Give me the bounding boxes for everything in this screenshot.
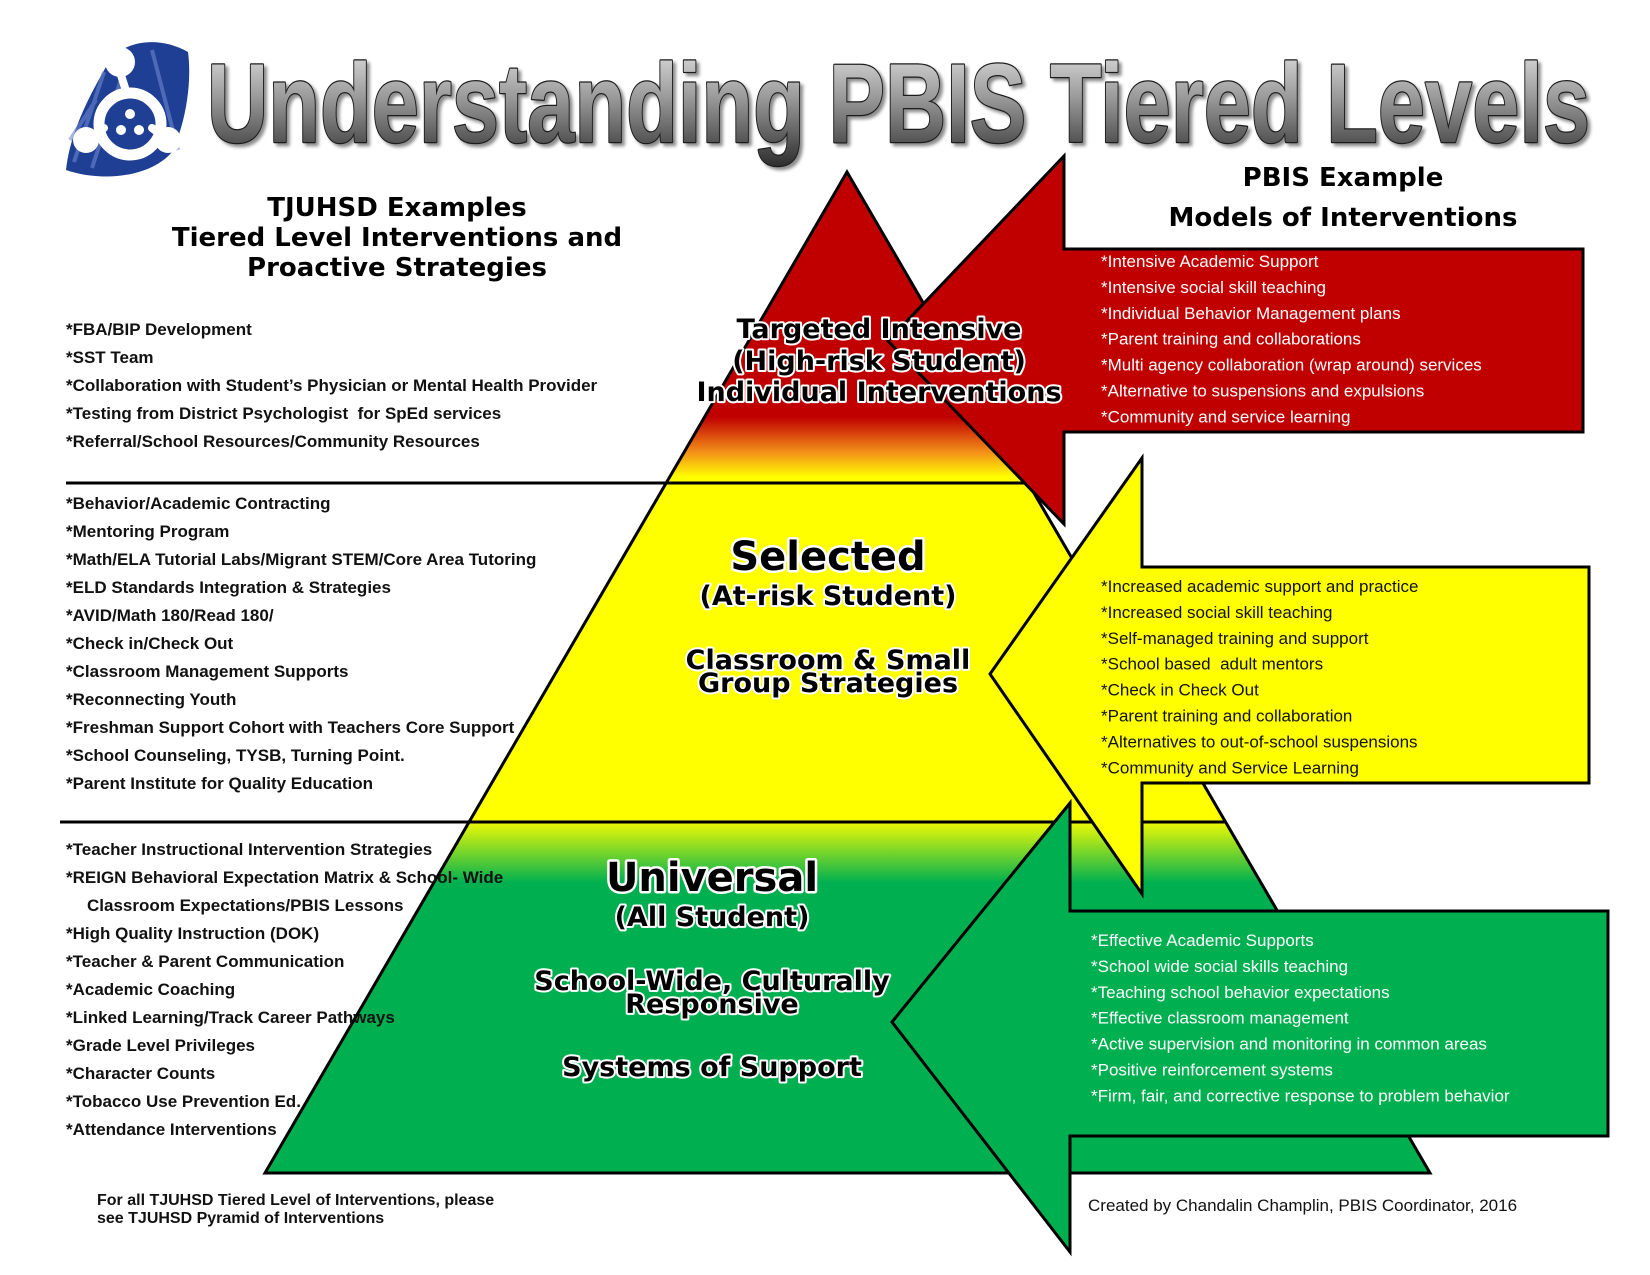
model-item: *School based adult mentors xyxy=(1101,655,1323,674)
model-item: *School wide social skills teaching xyxy=(1091,957,1348,976)
intervention-item: Classroom Expectations/PBIS Lessons xyxy=(87,896,404,915)
logo-dot-icon xyxy=(116,125,126,135)
intervention-item: *Behavior/Academic Contracting xyxy=(66,494,331,513)
left-intensive-list: *FBA/BIP Development *SST Team *Collaborat… xyxy=(66,320,598,451)
intervention-item: *Freshman Support Cohort with Teachers C… xyxy=(66,718,515,737)
intervention-item: *Tobacco Use Prevention Ed. xyxy=(66,1092,301,1111)
footer-note: For all TJUHSD Tiered Level of Intervent… xyxy=(97,1192,494,1227)
model-item: *Intensive social skill teaching xyxy=(1101,278,1326,297)
page-title: Understanding PBIS Tiered Levels xyxy=(207,41,1590,166)
model-item: *Individual Behavior Management plans xyxy=(1101,304,1401,323)
left-selected-list: *Behavior/Academic Contracting *Mentoring… xyxy=(66,494,536,793)
model-item: *Increased academic support and practice xyxy=(1101,577,1419,596)
intervention-item: *Testing from District Psychologist for … xyxy=(66,404,501,423)
logo-figure-head-icon xyxy=(73,127,99,153)
models-selected-list: *Increased academic support and practice… xyxy=(1101,577,1419,777)
left-heading-line: Tiered Level Interventions and xyxy=(172,223,622,253)
tier-intensive-group: (High-risk Student) xyxy=(732,346,1026,377)
model-item: *Effective Academic Supports xyxy=(1091,931,1314,950)
intensive-arrow xyxy=(885,152,1585,528)
intervention-item: *Check in/Check Out xyxy=(66,634,234,653)
intervention-item: *Reconnecting Youth xyxy=(66,690,236,709)
intervention-item: *Teacher Instructional Intervention Stra… xyxy=(66,840,432,859)
model-item: *Teaching school behavior expectations xyxy=(1091,983,1390,1002)
right-heading-line: Models of Interventions xyxy=(1169,203,1518,233)
intervention-item: *Referral/School Resources/Community Res… xyxy=(66,432,480,451)
model-item: *Alternatives to out-of-school suspensio… xyxy=(1101,732,1418,751)
author-credit: Created by Chandalin Champlin, PBIS Coor… xyxy=(1088,1196,1517,1215)
intervention-item: *Teacher & Parent Communication xyxy=(66,952,344,971)
model-item: *Increased social skill teaching xyxy=(1101,603,1333,622)
logo-ring-icon xyxy=(93,87,167,161)
intervention-item: *Academic Coaching xyxy=(66,980,235,999)
tier-selected-group: (At-risk Student) xyxy=(699,581,956,612)
intervention-item: *Character Counts xyxy=(66,1064,215,1083)
model-item: *Community and service learning xyxy=(1101,407,1350,426)
tier-universal-support: Systems of Support xyxy=(562,1052,862,1083)
model-item: *Positive reinforcement systems xyxy=(1091,1061,1333,1080)
model-item: *Firm, fair, and corrective response to … xyxy=(1091,1086,1510,1105)
logo-figure-head-icon xyxy=(155,127,181,153)
tier-selected-strategy: Group Strategies xyxy=(698,668,958,699)
tier-universal-group: (All Student) xyxy=(615,902,810,933)
logo-dot-icon xyxy=(134,125,144,135)
models-intensive-list: *Intensive Academic Support *Intensive so… xyxy=(1101,252,1482,426)
tier-label-selected: Selected (At-risk Student) Classroom & S… xyxy=(684,532,973,702)
model-item: *Parent training and collaboration xyxy=(1101,707,1352,726)
model-item: *Active supervision and monitoring in co… xyxy=(1091,1035,1487,1054)
model-item: *Check in Check Out xyxy=(1101,681,1259,700)
footer-note-line: For all TJUHSD Tiered Level of Intervent… xyxy=(97,1192,494,1209)
logo-dot-icon xyxy=(125,109,135,119)
intervention-item: *Classroom Management Supports xyxy=(66,662,348,681)
left-heading-line: TJUHSD Examples xyxy=(267,193,526,223)
left-universal-list: *Teacher Instructional Intervention Stra… xyxy=(66,840,503,1139)
intervention-item: *AVID/Math 180/Read 180/ xyxy=(66,606,274,625)
intervention-item: *Grade Level Privileges xyxy=(66,1036,255,1055)
tier-selected-title: Selected xyxy=(730,534,925,580)
intervention-item: *High Quality Instruction (DOK) xyxy=(66,924,319,943)
models-universal-list: *Effective Academic Supports *School wide… xyxy=(1091,931,1510,1105)
intervention-item: *FBA/BIP Development xyxy=(66,320,252,339)
tier-universal-strategy: School-Wide, Culturally xyxy=(534,966,890,997)
left-heading: TJUHSD Examples Tiered Level Interventio… xyxy=(172,193,622,283)
model-item: *Intensive Academic Support xyxy=(1101,252,1319,271)
tier-selected-strategy: Classroom & Small xyxy=(686,645,971,676)
left-heading-line: Proactive Strategies xyxy=(247,253,547,283)
intervention-item: *Mentoring Program xyxy=(66,522,229,541)
intervention-item: *ELD Standards Integration & Strategies xyxy=(66,578,391,597)
universal-arrow xyxy=(890,798,1610,1257)
model-item: *Self-managed training and support xyxy=(1101,629,1369,648)
tier-intensive-title: Targeted Intensive xyxy=(736,314,1021,345)
tier-intensive-strategy: Individual Interventions xyxy=(696,377,1061,408)
model-item: *Parent training and collaborations xyxy=(1101,330,1361,349)
model-item: *Multi agency collaboration (wrap around… xyxy=(1101,356,1482,375)
tier-universal-title: Universal xyxy=(606,855,818,901)
intervention-item: *Math/ELA Tutorial Labs/Migrant STEM/Cor… xyxy=(66,550,536,569)
intervention-item: *School Counseling, TYSB, Turning Point. xyxy=(66,746,405,765)
logo-figure-head-icon xyxy=(105,47,135,77)
model-item: *Alternative to suspensions and expulsio… xyxy=(1101,382,1424,401)
intervention-item: *REIGN Behavioral Expectation Matrix & S… xyxy=(66,868,503,887)
tier-universal-strategy: Responsive xyxy=(625,989,799,1020)
pbis-logo xyxy=(66,42,190,177)
model-item: *Community and Service Learning xyxy=(1101,758,1359,777)
intervention-item: *Attendance Interventions xyxy=(66,1120,277,1139)
selected-arrow xyxy=(988,453,1591,899)
intervention-item: *SST Team xyxy=(66,348,154,367)
intervention-item: *Parent Institute for Quality Education xyxy=(66,774,373,793)
tier-label-intensive: Targeted Intensive (High-risk Student) I… xyxy=(694,312,1063,410)
footer-note-line: see TJUHSD Pyramid of Interventions xyxy=(97,1210,384,1227)
intervention-item: *Linked Learning/Track Career Pathways xyxy=(66,1008,395,1027)
intervention-item: *Collaboration with Student’s Physician … xyxy=(66,376,598,395)
tier-label-universal: Universal (All Student) School-Wide, Cul… xyxy=(532,853,892,1086)
right-heading-line: PBIS Example xyxy=(1243,163,1444,193)
model-item: *Effective classroom management xyxy=(1091,1009,1349,1028)
right-heading: PBIS Example Models of Interventions xyxy=(1169,163,1518,233)
